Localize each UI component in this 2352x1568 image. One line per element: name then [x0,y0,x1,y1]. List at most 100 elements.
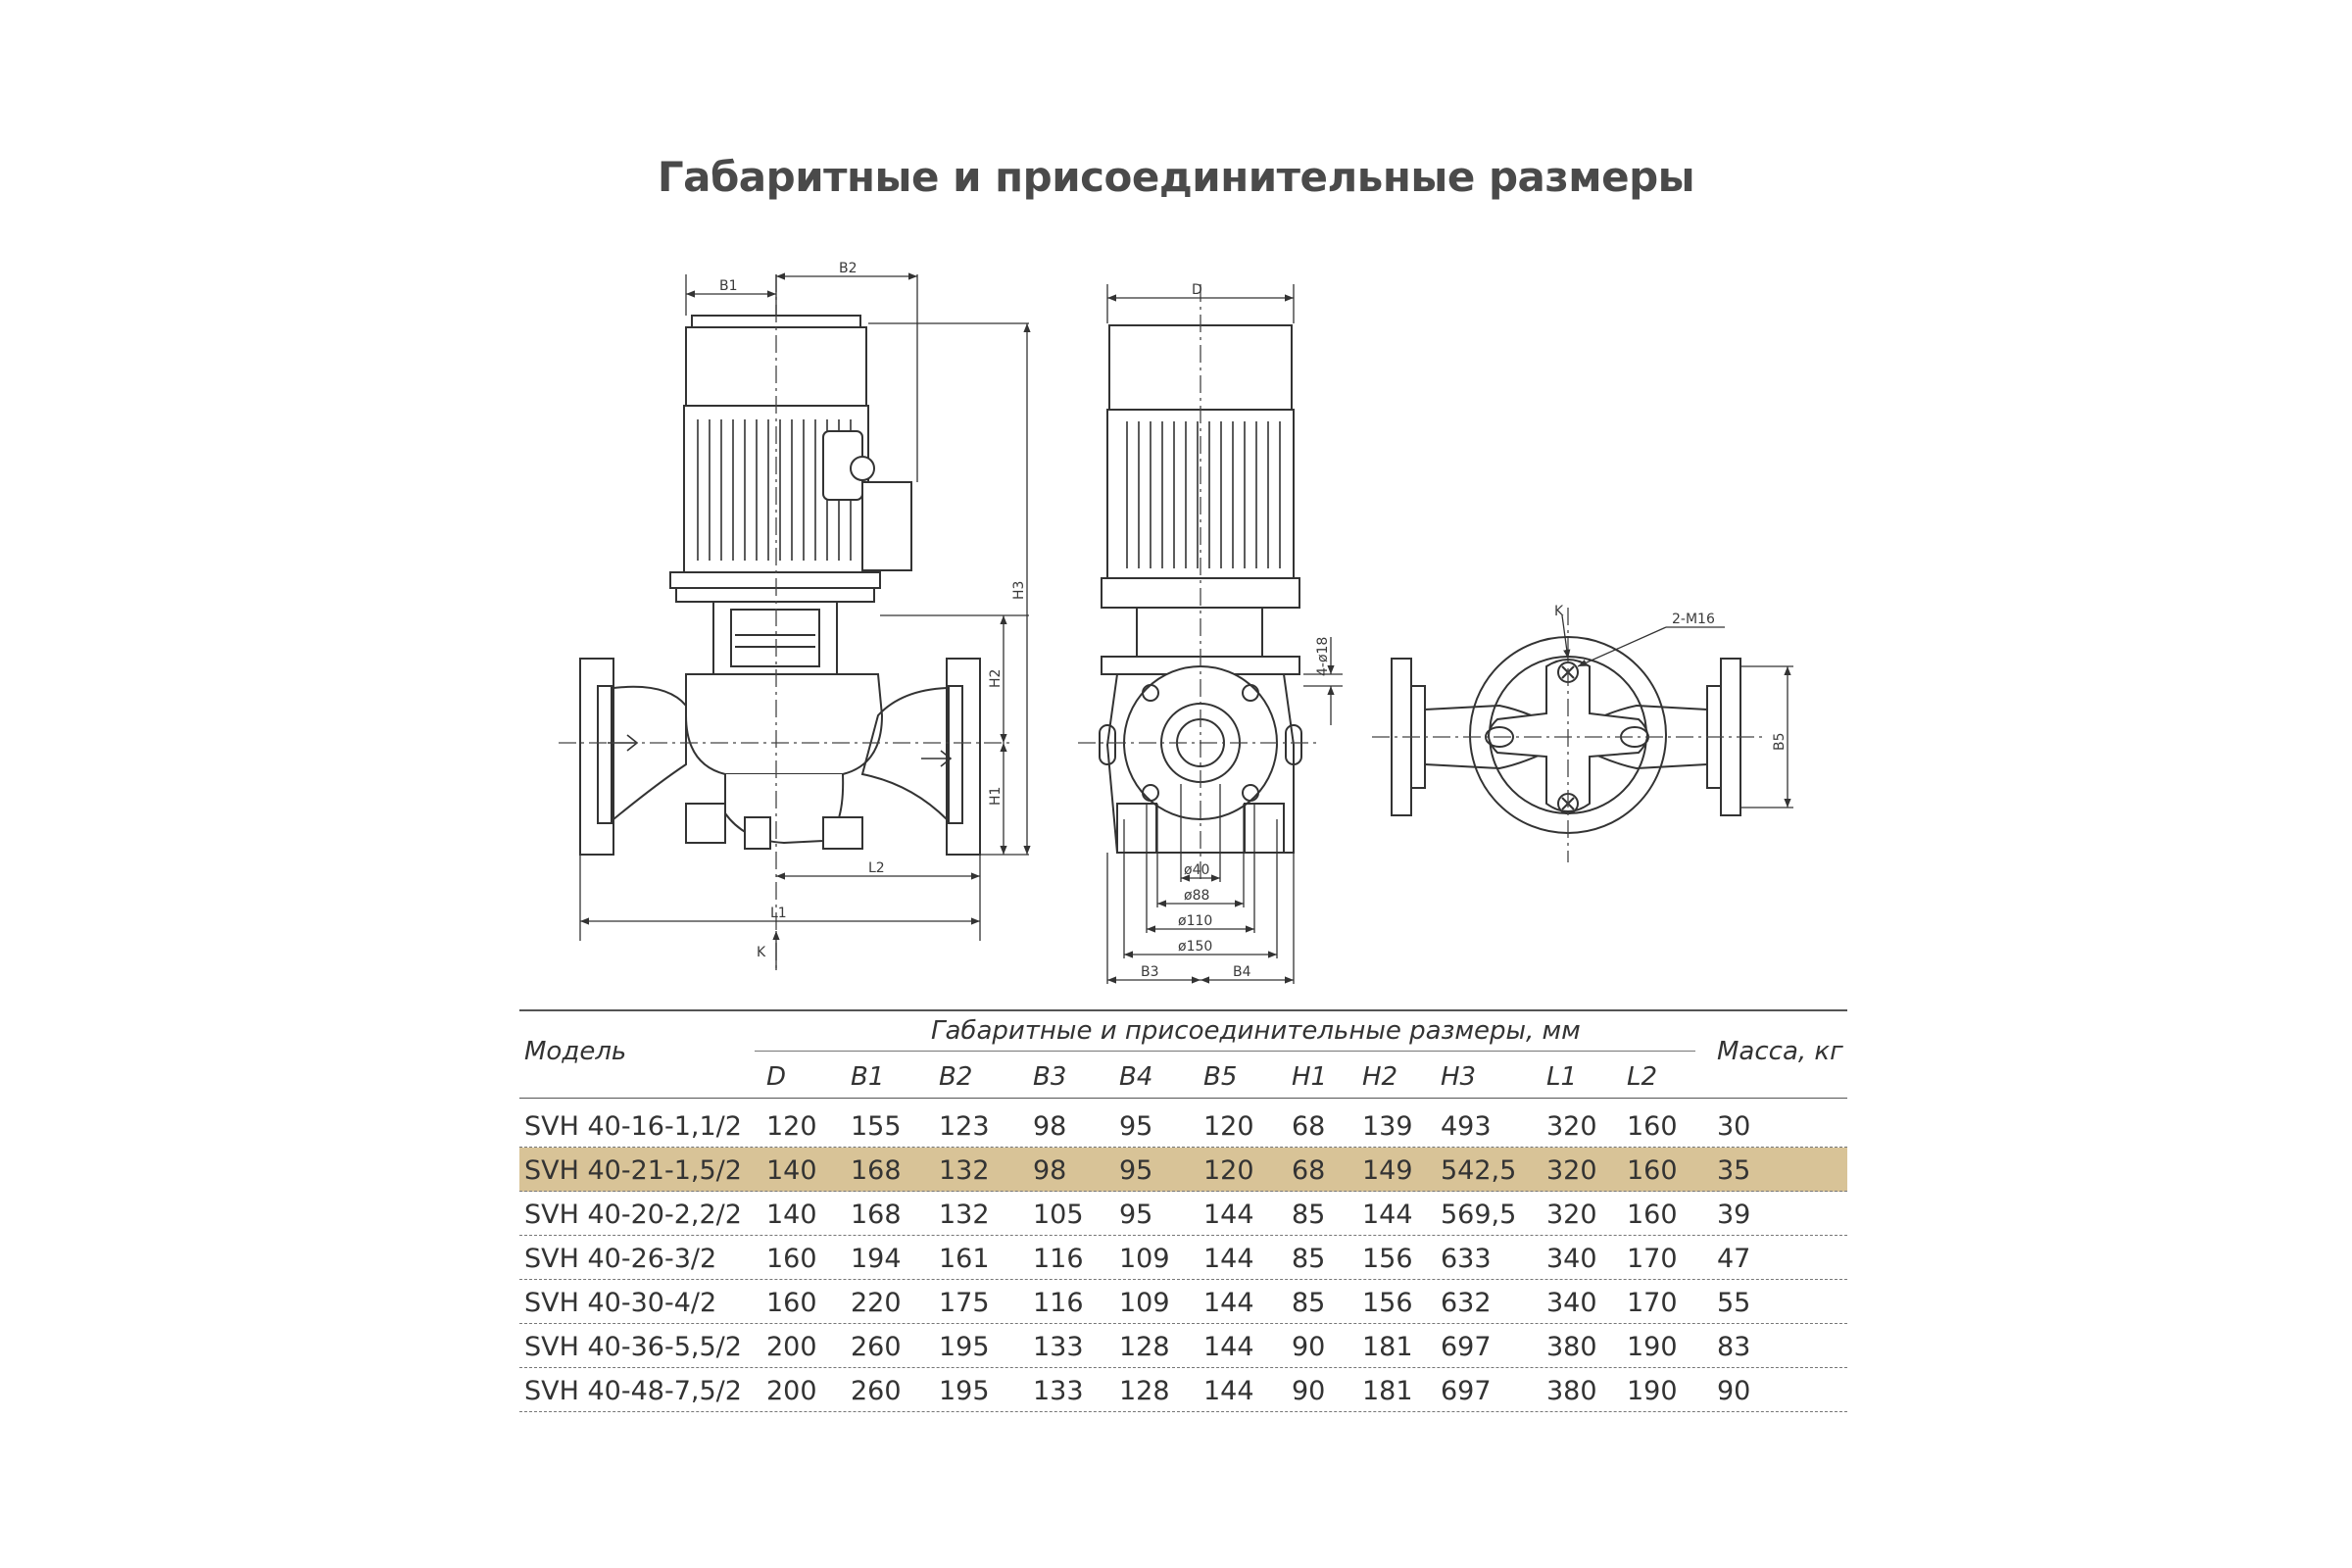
value-cell: 139 [1362,1111,1413,1142]
page-title: Габаритные и присоединительные размеры [657,153,1695,201]
column-header-b3: B3 [1033,1062,1067,1092]
row-divider [519,1279,1847,1280]
dim-l1-label: L1 [770,906,787,921]
dim-h2-label: H2 [988,669,1004,688]
column-header-b1: B1 [851,1062,885,1092]
value-cell: 190 [1627,1376,1678,1406]
group-header: Габаритные и присоединительные размеры, … [931,1016,1581,1046]
value-cell: 697 [1441,1376,1492,1406]
value-cell: 340 [1546,1244,1597,1274]
value-cell: 160 [766,1244,817,1274]
value-cell: 30 [1717,1111,1751,1142]
column-header-h3: H3 [1441,1062,1477,1092]
model-cell: SVH 40-26-3/2 [524,1244,717,1274]
value-cell: 128 [1119,1376,1170,1406]
value-cell: 83 [1717,1332,1751,1362]
value-cell: 175 [939,1288,990,1318]
model-cell: SVH 40-21-1,5/2 [524,1155,742,1186]
model-cell: SVH 40-36-5,5/2 [524,1332,742,1362]
value-cell: 47 [1717,1244,1751,1274]
value-cell: 144 [1203,1288,1254,1318]
model-cell: SVH 40-30-4/2 [524,1288,717,1318]
dim-d110-label: ø110 [1178,913,1212,929]
dim-l2-label: L2 [868,860,885,876]
value-cell: 120 [1203,1111,1254,1142]
value-cell: 120 [1203,1155,1254,1186]
value-cell: 123 [939,1111,990,1142]
value-cell: 200 [766,1376,817,1406]
value-cell: 132 [939,1200,990,1230]
dim-d150-label: ø150 [1178,939,1212,955]
dim-d40-label: ø40 [1184,862,1209,878]
column-header-d: D [766,1062,787,1092]
row-divider [519,1411,1847,1412]
value-cell: 95 [1119,1111,1153,1142]
value-cell: 320 [1546,1155,1597,1186]
value-cell: 144 [1203,1200,1254,1230]
value-cell: 109 [1119,1288,1170,1318]
value-cell: 90 [1292,1376,1326,1406]
value-cell: 493 [1441,1111,1492,1142]
value-cell: 220 [851,1288,902,1318]
value-cell: 160 [766,1288,817,1318]
model-cell: SVH 40-20-2,2/2 [524,1200,742,1230]
value-cell: 95 [1119,1200,1153,1230]
dim-b4-label: B4 [1233,964,1251,980]
value-cell: 542,5 [1441,1155,1517,1186]
value-cell: 132 [939,1155,990,1186]
value-cell: 260 [851,1332,902,1362]
column-header-h2: H2 [1362,1062,1398,1092]
dim-h1-label: H1 [988,787,1004,806]
value-cell: 160 [1627,1200,1678,1230]
value-cell: 85 [1292,1288,1326,1318]
column-header-b5: B5 [1203,1062,1238,1092]
value-cell: 160 [1627,1111,1678,1142]
value-cell: 190 [1627,1332,1678,1362]
dim-b2-label: B2 [839,261,858,276]
value-cell: 55 [1717,1288,1751,1318]
value-cell: 95 [1119,1155,1153,1186]
value-cell: 380 [1546,1376,1597,1406]
value-cell: 149 [1362,1155,1413,1186]
value-cell: 160 [1627,1155,1678,1186]
value-cell: 120 [766,1111,817,1142]
value-cell: 168 [851,1200,902,1230]
value-cell: 697 [1441,1332,1492,1362]
value-cell: 260 [851,1376,902,1406]
value-cell: 39 [1717,1200,1751,1230]
value-cell: 144 [1203,1376,1254,1406]
value-cell: 133 [1033,1376,1084,1406]
value-cell: 320 [1546,1200,1597,1230]
value-cell: 98 [1033,1111,1067,1142]
value-cell: 155 [851,1111,902,1142]
dim-d-label: D [1192,282,1202,298]
model-cell: SVH 40-16-1,1/2 [524,1111,742,1142]
column-header-h1: H1 [1292,1062,1328,1092]
value-cell: 200 [766,1332,817,1362]
value-cell: 85 [1292,1244,1326,1274]
dim-k-front-label: K [757,945,766,960]
value-cell: 140 [766,1155,817,1186]
value-cell: 109 [1119,1244,1170,1274]
value-cell: 98 [1033,1155,1067,1186]
value-cell: 128 [1119,1332,1170,1362]
value-cell: 140 [766,1200,817,1230]
model-header: Модель [524,1037,627,1066]
value-cell: 632 [1441,1288,1492,1318]
value-cell: 105 [1033,1200,1084,1230]
value-cell: 195 [939,1332,990,1362]
top-view [1391,636,1741,834]
value-cell: 90 [1717,1376,1751,1406]
row-divider [519,1367,1847,1368]
value-cell: 170 [1627,1288,1678,1318]
dim-k-top-label: K [1554,604,1564,619]
value-cell: 156 [1362,1244,1413,1274]
pump-drawing: B1 B2 H3 H2 H1 L2 L1 K D 4-ø18 ø40 ø88 ø… [559,261,1793,984]
column-header-b2: B2 [939,1062,973,1092]
